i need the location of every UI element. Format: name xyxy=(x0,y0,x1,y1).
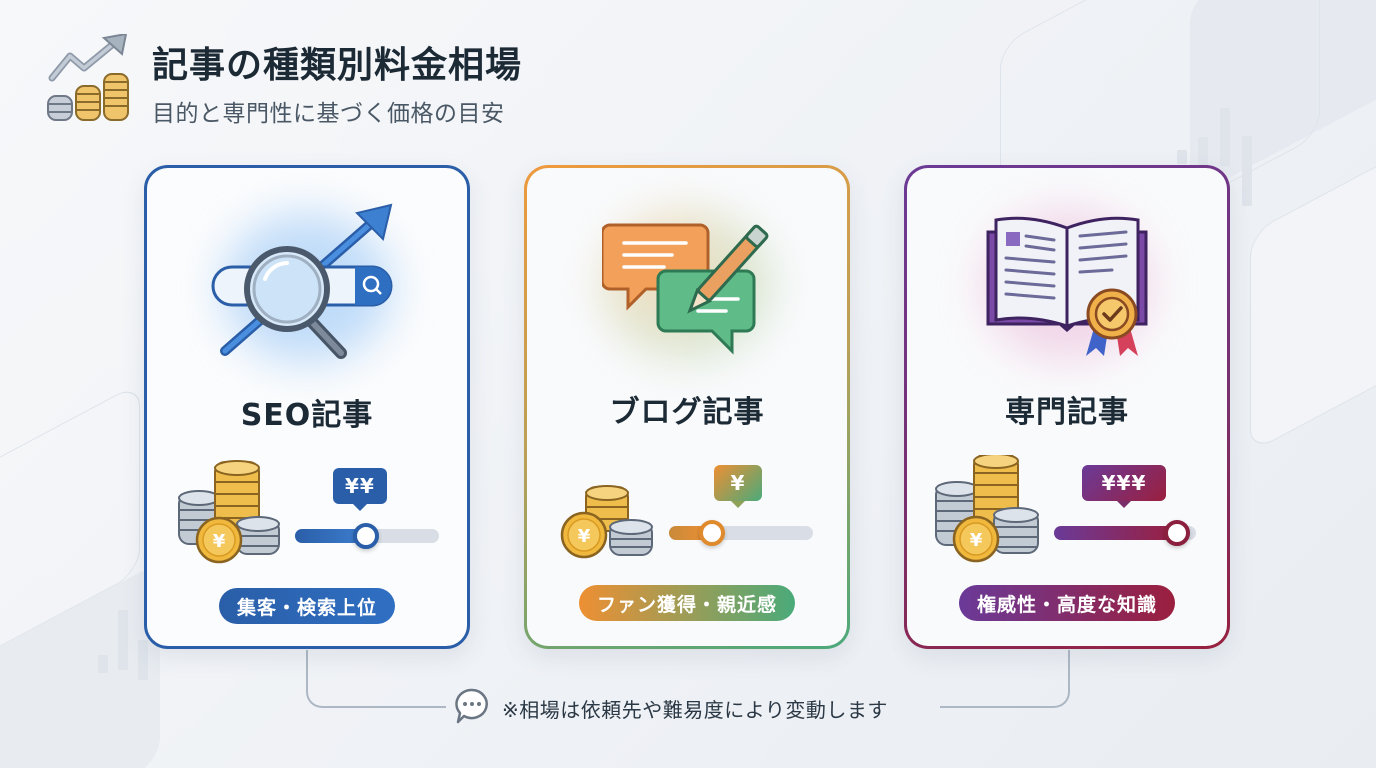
coin-stack-icon: ¥ xyxy=(177,458,287,568)
page-title: 記事の種類別料金相場 xyxy=(152,45,523,86)
footer-note: ※相場は依頼先や難易度により変動します xyxy=(452,686,888,730)
price-slider-thumb[interactable] xyxy=(353,523,379,549)
purpose-badge: ファン獲得・親近感 xyxy=(578,585,796,621)
speech-bubble-ellipsis-icon xyxy=(452,686,492,730)
price-slider[interactable] xyxy=(669,520,813,546)
bg-hexagon-outline xyxy=(0,382,140,668)
coin-stack-icon: ¥ xyxy=(560,483,656,563)
footer-note-text: ※相場は依頼先や難易度により変動します xyxy=(502,697,888,722)
card-seo-article: SEO記事 ¥ ¥¥ 集客・検索上位 xyxy=(144,165,470,649)
price-slider[interactable] xyxy=(1054,520,1196,546)
price-slider[interactable] xyxy=(295,523,439,549)
page-subtitle: 目的と専門性に基づく価格の目安 xyxy=(152,101,505,127)
purpose-badge: 集客・検索上位 xyxy=(218,588,396,624)
price-slider-thumb[interactable] xyxy=(699,520,725,546)
header: 記事の種類別料金相場 目的と専門性に基づく価格の目安 xyxy=(46,32,523,128)
card-specialist-article: 専門記事 ¥ ¥¥¥ 権威性・高度な知識 xyxy=(904,165,1230,649)
search-magnifier-arrow-icon xyxy=(147,198,467,378)
bg-hexagon xyxy=(0,561,160,768)
connector-line-right xyxy=(940,650,1070,708)
bg-hexagon xyxy=(1250,126,1376,454)
price-level-tag: ¥¥ xyxy=(333,468,387,511)
svg-text:¥: ¥ xyxy=(213,531,226,552)
card-title: ブログ記事 xyxy=(609,395,765,430)
price-slider-thumb[interactable] xyxy=(1164,520,1190,546)
rising-chart-coins-icon xyxy=(46,32,132,124)
chat-bubbles-pen-icon xyxy=(524,195,850,375)
connector-line-left xyxy=(306,650,446,708)
price-level-tag: ¥ xyxy=(714,465,762,508)
svg-text:¥: ¥ xyxy=(578,526,591,547)
svg-text:¥: ¥ xyxy=(970,530,983,551)
coin-stack-icon: ¥ xyxy=(934,453,1044,565)
purpose-badge: 権威性・高度な知識 xyxy=(958,585,1176,621)
card-title: 専門記事 xyxy=(1005,395,1129,430)
price-level-tag: ¥¥¥ xyxy=(1082,465,1166,508)
card-title: SEO記事 xyxy=(240,398,374,433)
open-book-award-icon xyxy=(904,195,1230,375)
card-blog-article: ブログ記事 ¥ ¥ ファン獲得・親近感 xyxy=(524,165,850,649)
